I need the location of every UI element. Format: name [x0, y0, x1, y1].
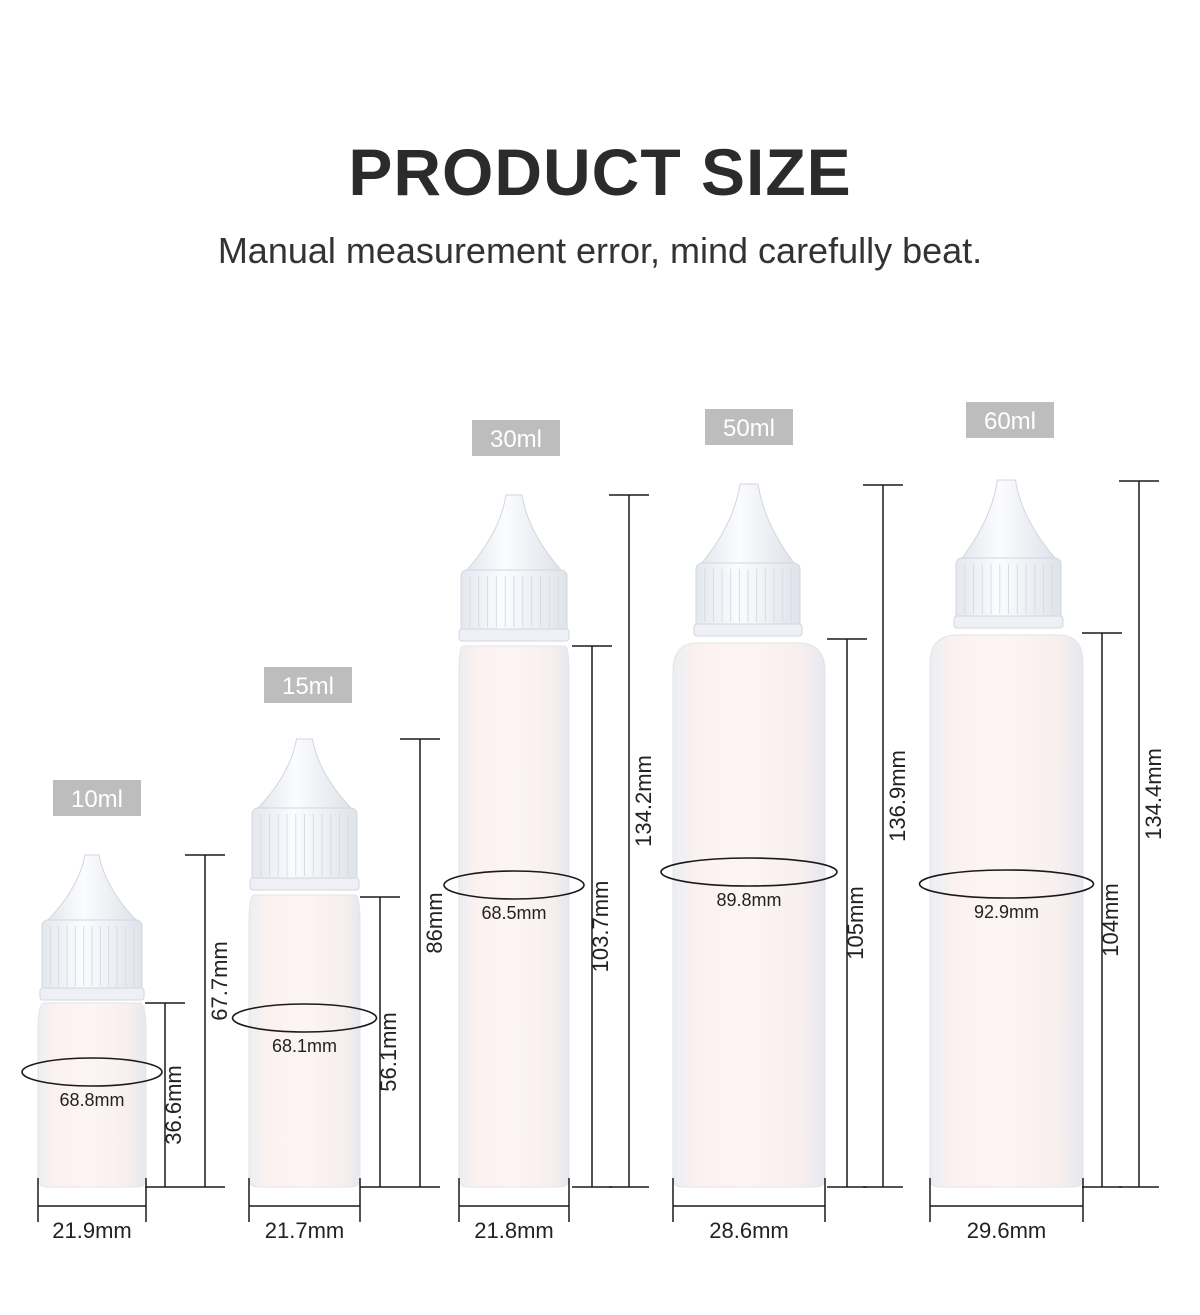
- circumference-ring: [231, 1003, 378, 1033]
- cap-ring: [249, 877, 360, 891]
- total-height-label: 134.4mm: [1141, 748, 1166, 840]
- capacity-tag: [472, 420, 560, 456]
- body-height-label: 36.6mm: [161, 1065, 186, 1144]
- width-label: 29.6mm: [967, 1218, 1046, 1243]
- capacity-label: 30ml: [490, 426, 542, 453]
- body-height-label: 56.1mm: [376, 1012, 401, 1091]
- bottle-nozzle: [256, 738, 353, 809]
- bottle-60ml: 60ml 92.9mm 134.4mm 104mm 29.6mm: [918, 402, 1166, 1243]
- capacity-label: 10ml: [71, 786, 123, 813]
- width-label: 21.9mm: [52, 1218, 131, 1243]
- circumference-label: 68.1mm: [272, 1036, 337, 1056]
- cap-ring: [953, 615, 1064, 629]
- bottle-nozzle: [960, 479, 1057, 559]
- circumference-ring: [443, 870, 585, 900]
- capacity-tag: [705, 409, 793, 445]
- width-label: 21.8mm: [474, 1218, 553, 1243]
- bottle-30ml: 30ml 68.5mm 134.2mm 103.7mm 21.8mm: [443, 420, 656, 1243]
- bottle-nozzle: [465, 494, 563, 571]
- total-height-label: 86mm: [422, 892, 447, 953]
- capacity-label: 50ml: [723, 415, 775, 442]
- body-height-label: 103.7mm: [588, 881, 613, 973]
- bottle-nozzle: [46, 854, 138, 921]
- capacity-tag: [966, 402, 1054, 438]
- capacity-label: 60ml: [984, 408, 1036, 435]
- circumference-ring: [918, 869, 1095, 899]
- width-label: 28.6mm: [709, 1218, 788, 1243]
- body-height-label: 105mm: [843, 886, 868, 959]
- cap-ring: [458, 628, 570, 642]
- cap-ring: [39, 987, 145, 1001]
- capacity-label: 15ml: [282, 673, 334, 700]
- capacity-tag: [53, 780, 141, 816]
- circumference-label: 68.5mm: [481, 903, 546, 923]
- bottle-50ml: 50ml 89.8mm 136.9mm 105mm 28.6mm: [660, 409, 910, 1243]
- width-label: 21.7mm: [265, 1218, 344, 1243]
- bottle-10ml: 10ml 68.8mm 67.7mm 36.6mm 21.9mm: [21, 780, 232, 1243]
- circumference-ring: [660, 857, 838, 887]
- body-height-label: 104mm: [1098, 883, 1123, 956]
- circumference-label: 92.9mm: [974, 902, 1039, 922]
- circumference-label: 89.8mm: [716, 890, 781, 910]
- total-height-label: 134.2mm: [631, 755, 656, 847]
- bottle-body: [672, 642, 826, 1188]
- circumference-ring: [21, 1057, 163, 1087]
- bottle-15ml: 15ml 68.1mm 86mm 56.1mm 21.7mm: [231, 667, 447, 1243]
- page-subtitle: Manual measurement error, mind carefully…: [217, 230, 983, 271]
- bottle-nozzle: [700, 483, 796, 564]
- total-height-label: 136.9mm: [885, 750, 910, 842]
- total-height-label: 67.7mm: [207, 941, 232, 1020]
- circumference-label: 68.8mm: [59, 1090, 124, 1110]
- capacity-tag: [264, 667, 352, 703]
- page-title: PRODUCT SIZE: [348, 135, 852, 209]
- cap-ring: [693, 623, 803, 637]
